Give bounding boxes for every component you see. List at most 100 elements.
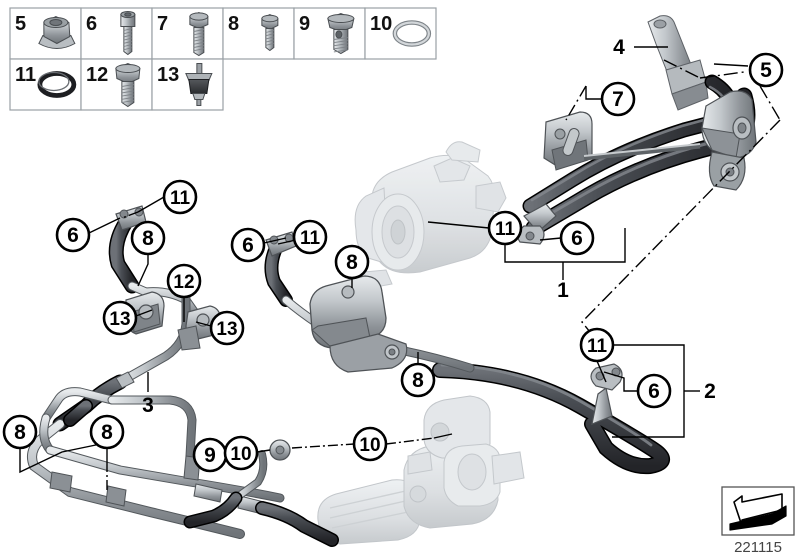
callout-4[interactable]: 4 [613,36,625,59]
legend-cell-box [80,7,153,60]
sealing-ring-light-icon [392,20,432,47]
flange-nut-icon [38,15,76,49]
legend-cell-box [222,7,295,60]
callout-8[interactable]: 8 [334,244,370,280]
callout-label: 3 [142,394,154,417]
callout-circle [400,362,436,398]
callout-2[interactable]: 2 [704,380,716,403]
legend-cell-8[interactable]: 8 [222,7,295,60]
legend-cell-11[interactable]: 11 [9,58,82,111]
legend-cell-7[interactable]: 7 [151,7,224,60]
callout-3[interactable]: 3 [142,394,154,417]
legend-cell-box [364,7,437,60]
callout-label: 13 [216,319,237,340]
callout-1[interactable]: 1 [557,279,569,302]
legend-cell-13[interactable]: 13 [151,58,224,111]
callout-7[interactable]: 7 [600,81,636,117]
callout-label: 13 [109,309,130,330]
callout-6[interactable]: 6 [55,217,91,253]
pipe-network-bottom-left [27,387,339,547]
callout-circle [130,220,166,256]
legend-cell-6[interactable]: 6 [80,7,153,60]
callout-circle [487,210,523,246]
hex-head-bolt-long-icon [189,11,209,57]
ghost-steering-gear [317,395,525,545]
callout-12[interactable]: 12 [166,263,202,299]
callout-circle [230,227,266,263]
callout-label: 6 [571,227,583,250]
callout-11[interactable]: 11 [162,179,198,215]
callout-6[interactable]: 6 [559,220,595,256]
callout-11[interactable]: 11 [292,219,328,255]
callout-8[interactable]: 8 [130,220,166,256]
callout-13[interactable]: 13 [209,310,245,346]
callout-circle [748,52,784,88]
callout-circle [223,435,259,471]
callout-circle [2,414,38,450]
callout-circle [579,327,615,363]
callout-13[interactable]: 13 [102,300,138,336]
callout-label: 8 [101,421,113,444]
socket-head-screw-icon [120,11,136,56]
legend-cell-9[interactable]: 9 [293,7,366,60]
legend-cell-box [151,58,224,111]
callout-circle [559,220,595,256]
callout-10[interactable]: 10 [223,435,259,471]
legend-cell-box [151,7,224,60]
legend-cell-10[interactable]: 10 [364,7,437,60]
callout-circle [89,414,125,450]
callout-9[interactable]: 9 [192,437,228,473]
callout-label: 11 [300,228,321,249]
callout-circle [55,217,91,253]
legend-number: 7 [157,13,168,35]
callout-8[interactable]: 8 [89,414,125,450]
callout-circle [102,300,138,336]
callout-label: 5 [760,59,772,82]
hex-head-bolt-icon [115,62,141,108]
callout-label: 10 [359,435,380,456]
callout-5[interactable]: 5 [748,52,784,88]
callout-label: 8 [14,421,26,444]
callout-circle [636,373,672,409]
callout-label: 8 [142,227,154,250]
callout-circle [352,426,388,462]
legend-number: 13 [157,64,179,86]
rubber-mount-icon [185,63,213,106]
callout-label: 8 [346,251,358,274]
callout-8[interactable]: 8 [2,414,38,450]
legend-number: 8 [228,13,239,35]
callout-6[interactable]: 6 [230,227,266,263]
legend-cell-5[interactable]: 5 [9,7,82,60]
legend-number: 9 [299,13,310,35]
callout-label: 6 [67,224,79,247]
callout-circle [166,263,202,299]
legend-number: 10 [370,13,392,35]
callout-label: 11 [587,336,608,357]
callout-label: 7 [612,88,624,111]
legend-number: 12 [86,64,108,86]
hose-assembly-center [264,231,475,373]
hose-end-fitting-upper [517,203,557,245]
callout-circle [292,219,328,255]
callout-11[interactable]: 11 [487,210,523,246]
callout-circle [600,81,636,117]
callout-label: 6 [242,234,254,257]
legend-number: 5 [15,13,26,35]
diagram-id-label: 221115 [734,539,782,556]
callout-label: 4 [613,36,625,59]
callout-label: 8 [412,369,424,392]
callout-label: 11 [170,188,191,209]
callout-6[interactable]: 6 [636,373,672,409]
callout-11[interactable]: 11 [579,327,615,363]
o-ring-dark-icon [37,71,77,98]
callout-10[interactable]: 10 [352,426,388,462]
callout-circle [209,310,245,346]
legend-cell-12[interactable]: 12 [80,58,153,111]
callout-8[interactable]: 8 [400,362,436,398]
ghost-power-steering-pump [354,141,507,289]
hose-assembly-1 [517,74,757,245]
